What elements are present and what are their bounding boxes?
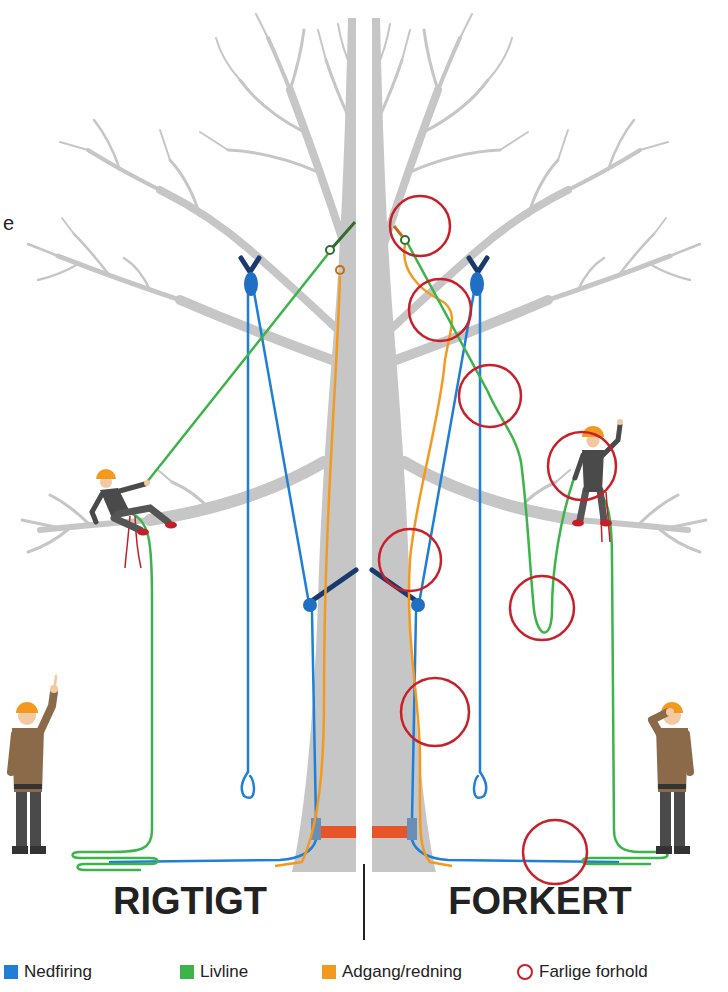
- ground-worker: [656, 846, 672, 854]
- climber-figure: [580, 490, 586, 520]
- ground-worker: [674, 846, 690, 854]
- legend-text: Farlige forhold: [539, 962, 648, 982]
- climber-figure: [92, 469, 177, 568]
- danger-circle: [548, 432, 616, 500]
- legend-entry: Adgang/redning: [322, 962, 462, 982]
- legend-entry: Nedfiring: [4, 962, 92, 982]
- anchor-hook: [333, 222, 355, 247]
- verdict-heading: RIGTIGT: [113, 880, 267, 923]
- ground-worker: [652, 712, 668, 734]
- climber-figure: [575, 455, 583, 478]
- legend-swatch: [180, 965, 194, 979]
- climber-figure: [572, 520, 584, 527]
- climber-figure: [144, 480, 150, 486]
- danger-circle: [379, 196, 616, 884]
- anchor-hook: [394, 226, 402, 236]
- danger-circle: [379, 529, 441, 591]
- legend-text: Adgang/redning: [342, 962, 462, 982]
- climber-figure: [137, 529, 149, 536]
- climber-figure: [582, 450, 604, 492]
- ground-worker: [674, 790, 685, 848]
- climber-figure: [135, 516, 141, 568]
- ground-worker: [666, 708, 674, 716]
- anchor-ring: [336, 266, 344, 274]
- lifeline-rope: [583, 490, 668, 864]
- lifeline-rope: [147, 254, 328, 482]
- lifeline-rope: [408, 244, 668, 864]
- tree-right: [372, 14, 706, 872]
- danger-circle: [390, 196, 450, 256]
- legend-text: Livline: [200, 962, 248, 982]
- ground-worker: [11, 676, 58, 854]
- ground-worker: [11, 734, 15, 772]
- climber-figure: [165, 522, 177, 529]
- tree-left: [22, 14, 356, 872]
- legend-swatch: [322, 965, 336, 979]
- lifeline-rope: [408, 244, 574, 633]
- climber-figure: [600, 520, 612, 527]
- ground-worker: [30, 846, 46, 854]
- legend-text: Nedfiring: [24, 962, 92, 982]
- access-rope: [275, 276, 340, 866]
- climber-figure: [572, 419, 623, 542]
- danger-circle: [523, 820, 587, 884]
- ground-worker: [12, 846, 28, 854]
- ground-worker: [658, 784, 686, 789]
- legend-swatch: [4, 965, 18, 979]
- ground-worker: [16, 790, 27, 848]
- climber-figure: [92, 494, 102, 522]
- anchor-ring: [326, 246, 334, 254]
- ground-worker: [40, 692, 54, 732]
- legend-entry: Livline: [180, 962, 248, 982]
- legend-circle: [518, 965, 532, 979]
- danger-circle: [510, 576, 574, 640]
- ground-worker: [12, 728, 44, 792]
- lifeline-rope: [73, 512, 158, 870]
- fragment-text: e: [3, 212, 14, 235]
- danger-circle: [401, 678, 469, 746]
- ground-worker: [14, 784, 42, 789]
- danger-circle: [409, 279, 471, 341]
- lifeline-rope: [73, 254, 329, 870]
- climber-figure: [114, 518, 140, 530]
- ground-worker: [55, 676, 56, 685]
- verdict-heading: FORKERT: [448, 880, 632, 923]
- ground-worker: [660, 790, 671, 848]
- legend-circle: [516, 963, 534, 981]
- climber-figure: [617, 419, 623, 425]
- anchor-ring: [401, 236, 409, 244]
- danger-circle: [459, 365, 521, 427]
- climber-figure: [96, 469, 116, 479]
- ground-worker: [686, 734, 690, 772]
- ground-worker: [652, 702, 690, 854]
- climber-figure: [116, 484, 145, 492]
- ground-worker: [30, 790, 41, 848]
- divider-line: [363, 864, 365, 940]
- ground-worker: [16, 702, 38, 713]
- ground-worker: [50, 685, 58, 693]
- legend-entry: Farlige forhold: [516, 962, 648, 982]
